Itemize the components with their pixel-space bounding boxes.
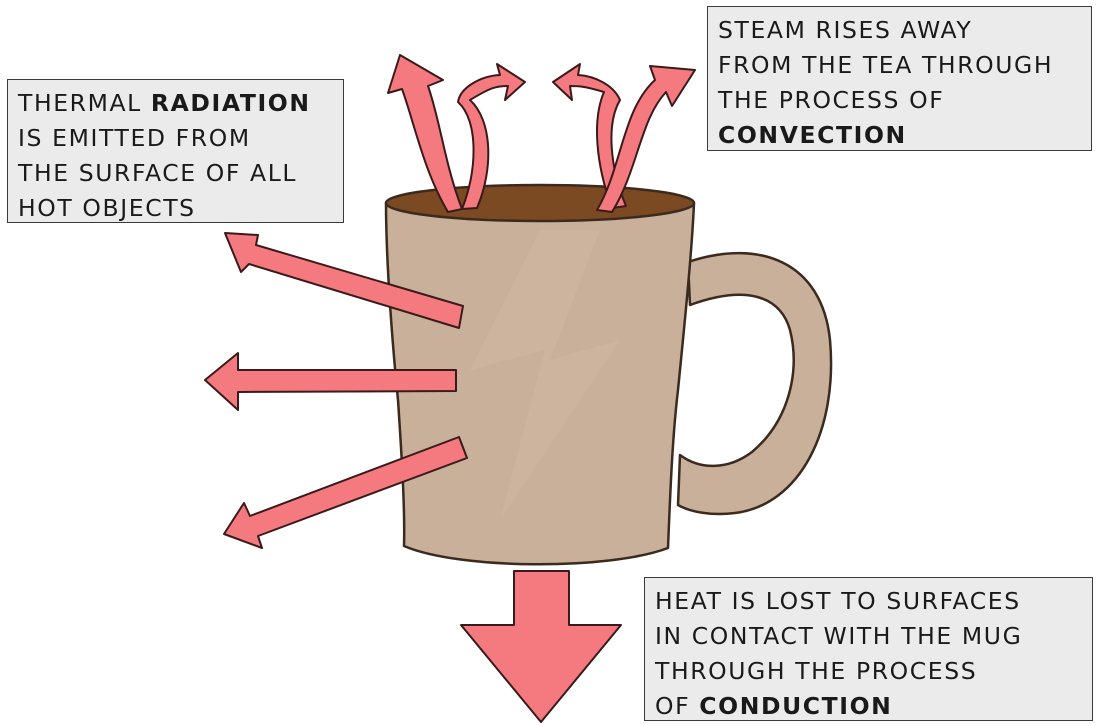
convection-keyword: CONVECTION	[718, 121, 907, 149]
radiation-line-4: HOT OBJECTS	[18, 194, 196, 222]
radiation-line-1: THERMAL RADIATION	[18, 89, 311, 117]
convection-line-4: CONVECTION	[718, 118, 1081, 153]
radiation-keyword: RADIATION	[150, 89, 311, 117]
radiation-line-2: IS EMITTED FROM	[18, 124, 251, 152]
radiation-label-box: THERMAL RADIATION IS EMITTED FROM THE SU…	[7, 79, 344, 223]
radiation-arrow-bottom	[223, 436, 468, 549]
radiation-arrow-top	[224, 232, 464, 329]
convection-line-2: FROM THE TEA THROUGH	[718, 51, 1054, 79]
conduction-keyword: CONDUCTION	[699, 692, 893, 720]
conduction-line-3: THROUGH THE PROCESS	[655, 657, 978, 685]
conduction-arrow	[460, 570, 622, 723]
conduction-label-box: HEAT IS LOST TO SURFACES IN CONTACT WITH…	[644, 577, 1093, 721]
steam-arrow-left	[387, 54, 526, 213]
tea-surface	[384, 183, 696, 223]
steam-arrow-right	[552, 63, 696, 213]
conduction-line-2: IN CONTACT WITH THE MUG	[655, 622, 1023, 650]
conduction-line-1: HEAT IS LOST TO SURFACES	[655, 587, 1021, 615]
radiation-line-3: THE SURFACE OF ALL	[18, 159, 298, 187]
mug-handle	[676, 251, 833, 516]
conduction-line-4: OF CONDUCTION	[655, 692, 893, 720]
convection-line-3: THE PROCESS OF	[718, 86, 945, 114]
convection-label-box: STEAM RISES AWAY FROM THE TEA THROUGH TH…	[707, 6, 1092, 151]
convection-line-1: STEAM RISES AWAY	[718, 16, 973, 44]
watermark-shape	[470, 230, 620, 520]
radiation-arrow-middle	[204, 352, 457, 411]
